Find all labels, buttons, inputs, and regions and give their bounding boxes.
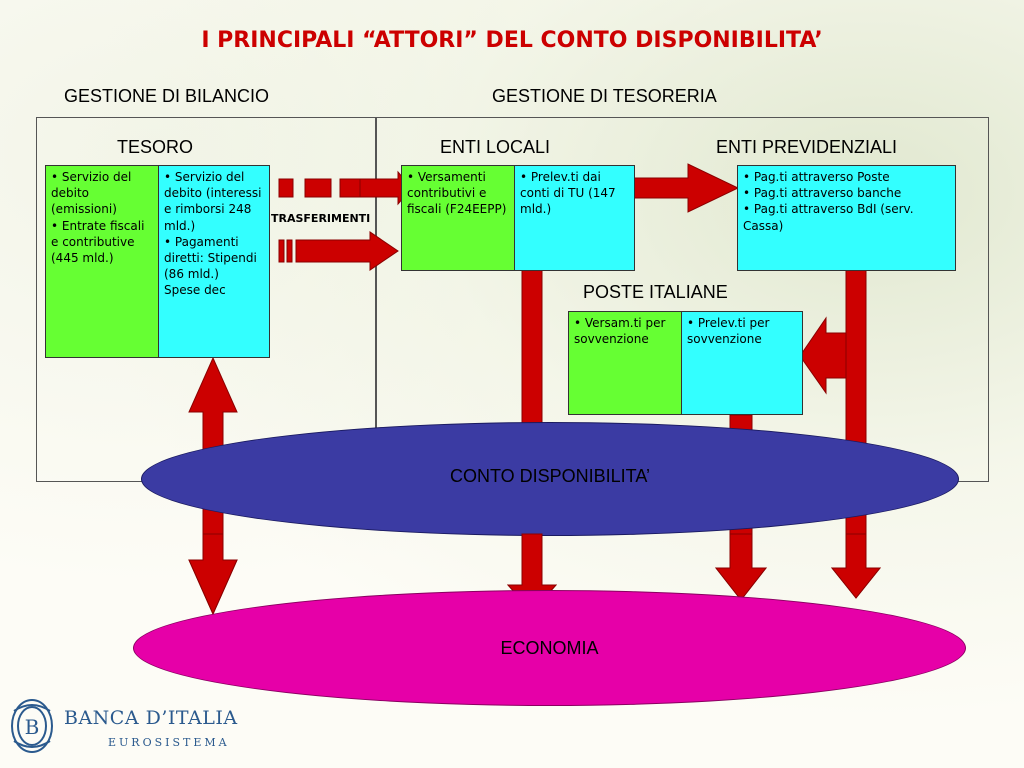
logo-monogram: B: [25, 715, 40, 739]
slide-title: I PRINCIPALI “ATTORI” DEL CONTO DISPONIB…: [201, 28, 823, 53]
box-tesoro-uscite: • Servizio del debito (interessi e rimbo…: [158, 165, 270, 358]
arrow-to-tesoro: [295, 231, 399, 271]
actor-enti-locali: ENTI LOCALI: [440, 137, 551, 157]
arrow-poste-bottom: [714, 533, 768, 601]
box-line: Spese dec: [164, 283, 226, 298]
box-enti-previdenziali: • Pag.ti attraverso Poste • Pag.ti attra…: [737, 165, 956, 271]
economia-ellipse: ECONOMIA: [133, 590, 966, 706]
conto-disponibilita-ellipse: CONTO DISPONIBILITA’: [141, 422, 959, 536]
banca-italia-logo-icon: B: [11, 699, 53, 753]
arrow-to-enti-prev: [633, 163, 740, 213]
dash-4: [278, 239, 285, 263]
logo-subtitle: EUROSISTEMA: [108, 736, 230, 749]
box-line: • Pagamenti diretti: Stipendi (86 mld.): [164, 234, 257, 282]
trasferimenti-label: TRASFERIMENTI: [271, 212, 371, 225]
actor-enti-previdenziali: ENTI PREVIDENZIALI: [716, 137, 898, 157]
dash-2: [304, 178, 332, 198]
double-arrow-left-bottom: [188, 533, 238, 616]
section-bilancio: GESTIONE DI BILANCIO: [64, 86, 270, 106]
dash-1: [278, 178, 294, 198]
box-line: • Entrate fiscali e contributive (445 ml…: [51, 218, 145, 265]
box-line: • Prelev.ti per sovvenzione: [687, 316, 770, 347]
section-tesoreria: GESTIONE DI TESORERIA: [492, 86, 717, 106]
box-enti-locali-prelevamenti: • Prelev.ti dai conti di TU (147 mld.): [514, 165, 635, 271]
box-line: • Pag.ti attraverso banche: [743, 186, 902, 201]
box-line: • Versam.ti per sovvenzione: [574, 316, 666, 347]
arrow-enti-prev-bottom: [830, 533, 882, 599]
conto-disponibilita-label: CONTO DISPONIBILITA’: [449, 465, 651, 486]
actor-tesoro: TESORO: [117, 137, 194, 157]
box-line: • Versamenti contributivi e fiscali (F24…: [407, 170, 507, 217]
box-enti-locali-versamenti: • Versamenti contributivi e fiscali (F24…: [401, 165, 515, 271]
actor-poste: POSTE ITALIANE: [583, 282, 728, 302]
logo-name: BANCA D’ITALIA: [64, 707, 238, 729]
box-poste-prelevamenti: • Prelev.ti per sovvenzione: [681, 311, 803, 415]
box-line: • Servizio del debito (interessi e rimbo…: [164, 170, 262, 233]
dash-5: [286, 239, 293, 263]
box-poste-versamenti: • Versam.ti per sovvenzione: [568, 311, 682, 415]
box-line: • Servizio del debito (emissioni): [51, 170, 132, 217]
box-line: • Pag.ti attraverso BdI (serv. Cassa): [743, 202, 914, 233]
box-line: • Prelev.ti dai conti di TU (147 mld.): [520, 170, 616, 217]
economia-label: ECONOMIA: [500, 637, 599, 658]
box-line: • Pag.ti attraverso Poste: [743, 170, 890, 184]
